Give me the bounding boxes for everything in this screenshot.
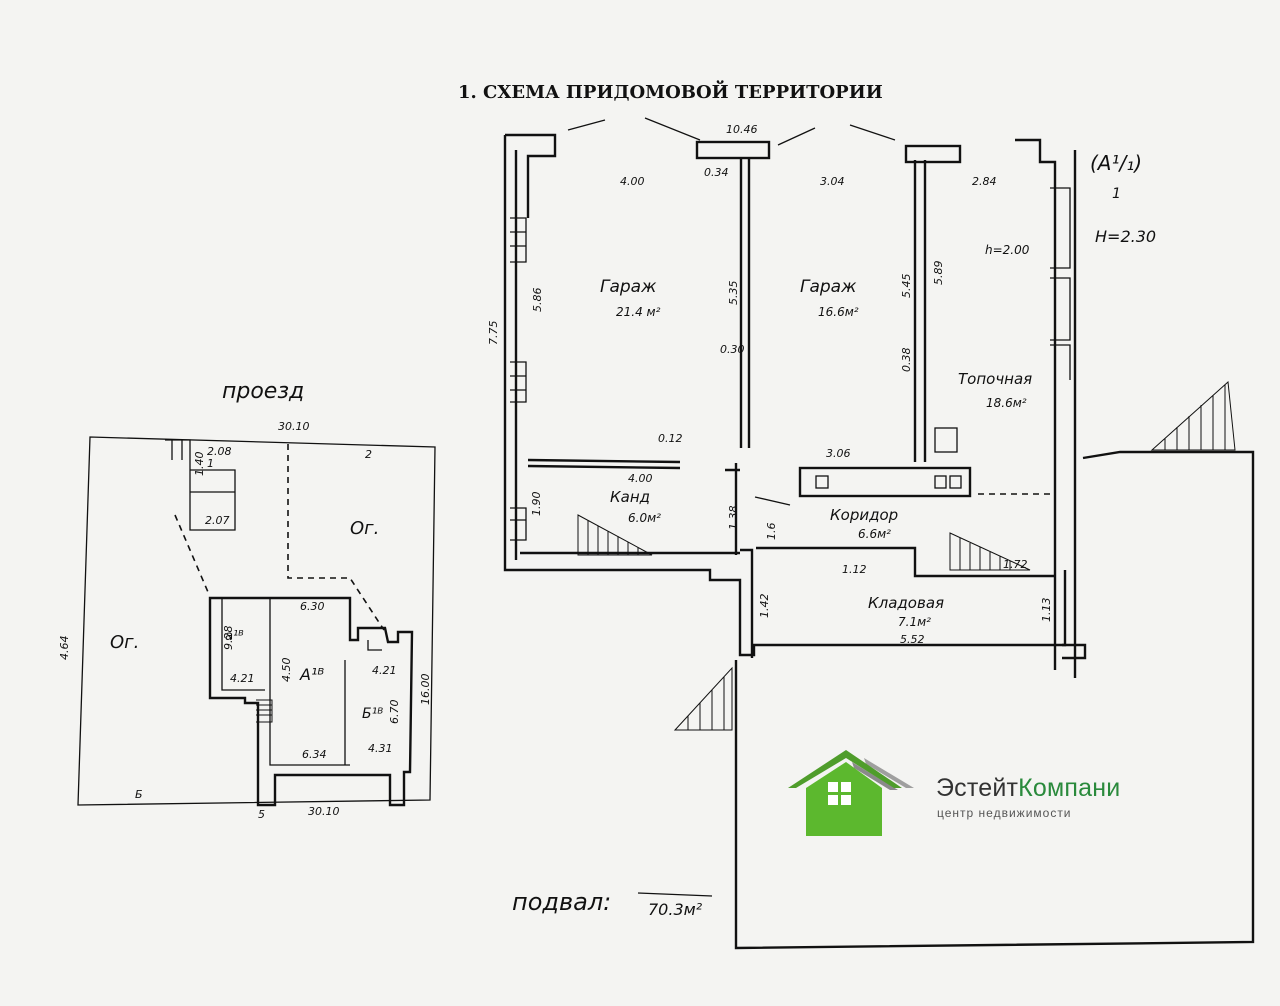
company-logo: ЭстейтКомпани центр недвижимости (786, 744, 1186, 840)
dim-g1-right: 5.35 (727, 281, 740, 306)
room-area-garage-2: 16.6м² (818, 305, 859, 319)
dim-small2: 0.30 (720, 343, 745, 356)
windows-left (510, 217, 527, 541)
room-name-garage-2: Гараж (800, 277, 857, 297)
stair-2 (949, 532, 1031, 571)
dim-left-height: 7.75 (487, 321, 500, 346)
dim-corr-w: 3.06 (826, 447, 851, 460)
site-lit-main: А¹ᴮ (299, 665, 324, 684)
canal-side-wall (725, 463, 740, 555)
site-width-bottom: 30.10 (308, 805, 340, 818)
site-lit-b: Б¹ᴮ (362, 706, 383, 722)
dim-top-width: 10.46 (726, 123, 758, 136)
site-dim-f: 4.21 (372, 664, 397, 677)
dim-canal-w: 4.00 (628, 472, 653, 485)
partition-1 (739, 158, 751, 448)
site-dim-e: 4.50 (280, 658, 293, 683)
dim-stair-small: 1.12 (842, 563, 867, 576)
room-area-garage-1: 21.4 м² (616, 305, 661, 319)
room-name-garage-1: Гараж (600, 277, 657, 297)
site-garden-2: Ог. (110, 632, 139, 653)
logo-brand-name: ЭстейтКомпани (936, 774, 1120, 803)
room-name-canal: Канд (610, 488, 650, 506)
wall-block-1 (695, 140, 771, 160)
stair-basement (673, 666, 733, 731)
corridor-counter (798, 466, 972, 498)
level-mark: (А¹/₁) (1090, 151, 1142, 175)
room-area-corridor: 6.6м² (858, 527, 891, 541)
dim-canal-small: 0.12 (658, 432, 683, 445)
outer-wall (503, 133, 1077, 678)
roof-lines (567, 117, 896, 146)
site-n2: 2 (365, 448, 372, 461)
dim-canal-h: 1.90 (530, 492, 543, 517)
right-wall (1015, 138, 1057, 670)
site-dim-i: 6.70 (388, 700, 401, 725)
main-building: Гараж 21.4 м² Гараж 16.6м² Топочная 18.6… (487, 117, 1255, 950)
dim-corr-h: 1.38 (727, 506, 740, 531)
site-dim-a: 2.08 (207, 445, 232, 458)
site-dim-c: 2.07 (205, 514, 230, 527)
room-area-boiler: 18.6м² (986, 396, 1027, 410)
site-bld-width: 6.30 (300, 600, 325, 613)
site-dim-h: 9.28 (222, 626, 235, 651)
site-right-side: 16.00 (419, 674, 432, 706)
canal-wall (527, 458, 681, 470)
site-dim-d: 4.21 (230, 672, 255, 685)
room-name-boiler: Топочная (958, 370, 1032, 388)
site-bld-bottom: 6.34 (302, 748, 327, 761)
boiler-unit (934, 427, 958, 453)
dim-stor-h2: 1.13 (1040, 598, 1053, 623)
dim-g1-height: 5.86 (531, 288, 544, 313)
outbuilding (165, 439, 236, 531)
corridor-south-wall (520, 546, 1055, 578)
site-garden-1: Ог. (350, 518, 379, 539)
basement-outline (734, 450, 1255, 950)
site-width-top: 30.10 (278, 420, 310, 433)
house-logo-icon (788, 750, 914, 836)
logo-brand-accent: Компани (1018, 774, 1121, 802)
site-boundary (77, 436, 436, 806)
dim-small1: 0.34 (704, 166, 729, 179)
site-road-label: проезд (222, 379, 304, 404)
room-name-storage: Кладовая (868, 594, 944, 612)
windows-right (1050, 187, 1071, 380)
dim-boiler-left: 5.89 (932, 261, 945, 286)
site-mark-5: 5 (258, 808, 265, 821)
site-n1: 1 (207, 457, 214, 470)
stair-exterior (1150, 380, 1236, 451)
house-outline (208, 596, 414, 807)
site-dim-g: 4.31 (368, 742, 393, 755)
dim-w3: 2.84 (972, 175, 997, 188)
basement-area: 70.3м² (648, 900, 703, 919)
dim-stair-small2: 1.72 (1003, 558, 1028, 571)
site-mark-b: Б (135, 788, 143, 801)
site-plan: проезд Ог. Ог. 30.10 30.10 4.64 16.00 6.… (58, 379, 436, 821)
height-total: H=2.30 (1095, 227, 1156, 246)
room-area-storage: 7.1м² (898, 615, 931, 629)
stair-1 (577, 514, 653, 556)
dim-w2: 3.04 (820, 175, 845, 188)
logo-brand-main: Эстейт (936, 774, 1019, 802)
level-number: 1 (1112, 186, 1121, 202)
wall-block-2 (904, 144, 962, 164)
partition-2 (913, 160, 927, 462)
dim-corr-mark: 1.6 (765, 523, 778, 541)
site-dim-b: 1.40 (193, 452, 206, 477)
plan-title: 1. СХЕМА ПРИДОМОВОЙ ТЕРРИТОРИИ (458, 79, 883, 103)
dim-g2-right: 5.45 (900, 274, 913, 299)
room-area-canal: 6.0м² (628, 511, 661, 525)
dim-stor-w: 5.52 (900, 633, 925, 646)
dim-small3: 0.38 (900, 348, 913, 373)
site-left-side: 4.64 (58, 636, 71, 661)
logo-tagline: центр недвижимости (937, 806, 1072, 820)
room-name-corridor: Коридор (830, 506, 898, 524)
height-room: h=2.00 (985, 243, 1030, 257)
site-lit-a: а¹ᴮ (225, 629, 244, 644)
basement-label: подвал: (512, 888, 611, 916)
dim-stor-h1: 1.42 (758, 594, 771, 619)
dim-w1: 4.00 (620, 175, 645, 188)
